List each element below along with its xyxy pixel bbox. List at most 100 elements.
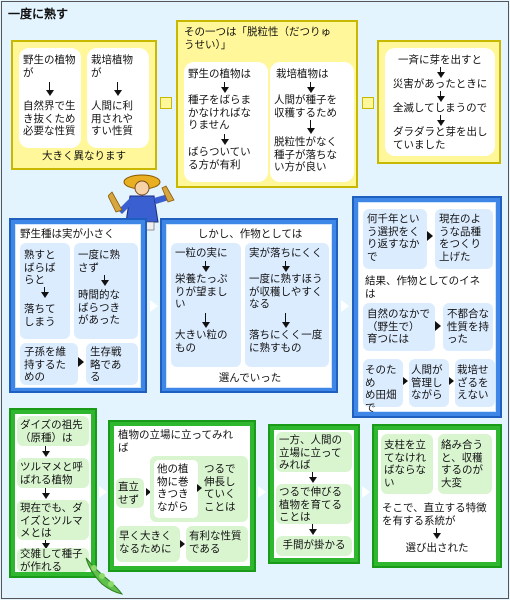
arrow-right-icon [341,300,349,312]
wild-result-2: ばらついてい る方が有利 [188,146,251,171]
ripening-cell: 実が落ちにくく 一度に熟すほう が収穫しやすく なる 落ちにくく一度 に熟すもの [245,243,329,367]
twine-cell: 他の植 物に巻 きつき ながら [154,460,198,518]
human-view-text: 一方、人間の 立場に立って みれば [279,434,342,471]
cult-column: 栽培植物 が 人間に利 用されや すい性質 [87,48,149,148]
panel-5-crop-selection: しかし、作物としては 一粒の実に 栄養たっぷ りが望まし い 大きい粒の もの … [160,218,338,393]
panel-1-footer: 大きく異なります [42,150,126,162]
wild-timing-2: 時間的な ばらつき があった [78,289,120,326]
panel-5-header: しかし、作物としては [197,228,303,240]
panel-10-selection: 支柱を立 てなけれ ばならな い 絡み合う と、収穫 するのが 大変 そこで、直… [372,424,502,568]
non-erect-cell: 直立 せず [116,478,144,508]
strategy-cell: 生存戦 略であ る [86,343,138,385]
wild-timing-1: 一度に熟 さず [78,249,120,274]
laborious-text: 手間が掛かる [282,539,346,551]
soybean-pod-illustration [82,552,126,596]
advantage-cell: 有利な性質 である [186,526,248,562]
cultivate-cell: 栽培せ ざるを えない [455,359,495,407]
today-cell: 現在でも、ダ イズとツルマ メとは [17,500,89,540]
germination-step-3: 全滅してしまうので [392,102,488,114]
arrow-right-icon [258,486,266,498]
rice-result-text: 結果、作物としてのイネ は [365,275,481,300]
cult-column-2: 栽培植物は 人間が種子を 収穫するため 脱粒性がなく 種子が落ちな い方が良い [270,62,354,182]
wild-fall-2: 落ちて しまう [24,303,56,328]
vine-group: 他の植 物に巻 きつき ながら つるで 伸長し ていく ことは [150,456,248,522]
grain-size-1: 一粒の実に [175,247,228,259]
wild-fall-1: 熟すと ばらば らと [24,249,56,286]
grow-vine-cell: つるで伸びる 植物を育てる ことは [276,484,352,524]
millennia-text: 何千年とい う選択をく り返すなか で [367,213,420,263]
managed-cell: 人間が 管理し ながら [409,359,449,407]
panel-7-inner: ダイズの祖先 （原種）は ツルマメと呼 ばれる植物 現在でも、ダ イズとツルマ … [15,414,91,573]
hybrid-text: 交雑して種子 が作れる [20,548,83,573]
selected-text: 選び出された [405,542,469,554]
arrow-right-icon [197,484,202,492]
nature-text: 自然のなかで （野生で） 育つには [367,308,430,345]
ripening-1: 実が落ちにくく [249,247,323,259]
panel-3-wild-germination: 一斉に芽を出すと 災害があったときに 全滅してしまうので ダラダラと芽を出し て… [377,40,501,164]
tangle-cell: 絡み合う と、収穫 するのが 大変 [438,434,492,494]
cult-body-2: 人間が種子を 収穫するため [274,94,337,119]
arrow-right-icon [146,488,151,496]
panel-8-inner: 植物の立場に立ってみれ ば 直立 せず 他の植 物に巻 きつき ながら つるで … [114,426,250,566]
wild-label-2: 野生の植物は [188,68,251,80]
advantage-text: 有利な性質 である [189,530,242,555]
strategy-text: 生存戦 略であ る [90,346,122,383]
panel-6-rice-result: 何千年とい う選択をく り返すなか で 現在のよ うな品種 をつくり 上げた 結… [352,196,502,418]
arrow-right-icon [427,231,433,241]
page-title: 一度に熟す [8,7,69,21]
nature-cell: 自然のなかで （野生で） 育つには [363,303,435,351]
panel-4-header: 野生種は実が小さく [20,228,115,240]
arrow-right-icon [160,97,172,109]
panel-8-plant-perspective: 植物の立場に立ってみれ ば 直立 せず 他の植 物に巻 きつき ながら つるで … [108,420,256,572]
grain-size-cell: 一粒の実に 栄養たっぷ りが望まし い 大きい粒の もの [171,243,241,367]
arrow-right-icon [99,486,107,498]
cult-result: 人間に利 用されや すい性質 [91,100,133,137]
panel-10-inner: 支柱を立 てなけれ ばならな い 絡み合う と、収穫 するのが 大変 そこで、直… [378,430,496,562]
ripening-2: 一度に熟すほう が収穫しやすく なる [249,273,323,310]
cult-label: 栽培植物 が [91,54,133,79]
germination-step-2: 災害があったときに [392,78,488,90]
paddy-text: そのため め田畑 で [365,364,397,414]
wild-column-2: 野生の植物は 種子をばらま かなければな りません ばらついてい る方が有利 [184,62,268,182]
germination-step-1: 一斉に芽を出すと [398,54,482,66]
ancestor-cell: ダイズの祖先 （原種）は [17,416,89,446]
twine-text: 他の植 物に巻 きつき ながら [157,463,189,513]
arrow-right-icon [362,97,374,109]
panel-2-dehiscence: その一つは「脱粒性（だつりゅ うせい）」 野生の植物は 種子をばらま かなければ… [176,20,358,188]
unfit-cell: 不都合な 性質を持 った [443,303,493,351]
non-erect-text: 直立 せず [118,481,139,506]
panel-8-header: 植物の立場に立ってみれ ば [118,429,233,454]
millennia-cell: 何千年とい う選択をく り返すなか で [363,209,427,269]
arrow-right-icon [449,377,454,385]
arrow-right-icon [180,540,185,548]
arrow-right-icon [150,300,158,312]
panel-1-difference: 野生の植物 が 自然界で生 き抜くため 必要な性質 栽培植物 が 人間に利 用さ… [11,40,157,170]
ancestor-text: ダイズの祖先 （原種）は [20,419,83,444]
wild-timing-cell: 一度に熟 さず 時間的な ばらつき があった [74,243,138,339]
vine-text: つるで 伸長し ていく ことは [204,463,236,513]
arrow-right-icon [78,357,84,367]
varieties-cell: 現在のよ うな品種 をつくり 上げた [435,209,493,269]
grain-size-2: 栄養たっぷ りが望まし い [175,273,228,310]
grain-size-3: 大きい粒の もの [175,329,228,354]
panel-5-inner: しかし、作物としては 一粒の実に 栄養たっぷ りが望まし い 大きい粒の もの … [166,224,332,388]
stake-cell: 支柱を立 てなけれ ばならな い [381,434,433,494]
tsurumame-text: ツルマメと呼 ばれる植物 [20,461,83,486]
panel-5-footer: 選んでいった [218,372,282,384]
panel-4-inner: 野生種は実が小さく 熟すと ばらば らと 落ちて しまう 一度に熟 さず 時間的… [15,224,141,388]
panel-9-human-perspective: 一方、人間の 立場に立って みれば つるで伸びる 植物を育てる ことは 手間が掛… [268,424,360,564]
wild-fall-cell: 熟すと ばらば らと 落ちて しまう [20,243,70,339]
today-text: 現在でも、ダ イズとツルマ メとは [20,502,83,539]
panel-7-soybean-origin: ダイズの祖先 （原種）は ツルマメと呼 ばれる植物 現在でも、ダ イズとツルマ … [9,408,97,578]
managed-text: 人間が 管理し ながら [411,364,443,401]
panel-9-inner: 一方、人間の 立場に立って みれば つるで伸びる 植物を育てる ことは 手間が掛… [274,430,354,558]
cult-result-2: 脱粒性がなく 種子が落ちな い方が良い [274,136,337,173]
wild-label: 野生の植物 が [23,54,76,79]
tsurumame-cell: ツルマメと呼 ばれる植物 [17,458,89,488]
paddy-cell: そのため め田畑 で [363,359,403,414]
panel-4-wild-species: 野生種は実が小さく 熟すと ばらば らと 落ちて しまう 一度に熟 さず 時間的… [9,218,147,393]
laborious-cell: 手間が掛かる [276,536,352,556]
arrow-right-icon [435,321,441,331]
unfit-text: 不都合な 性質を持 った [447,308,489,345]
wild-body-2: 種子をばらま かなければな りません [188,94,251,131]
